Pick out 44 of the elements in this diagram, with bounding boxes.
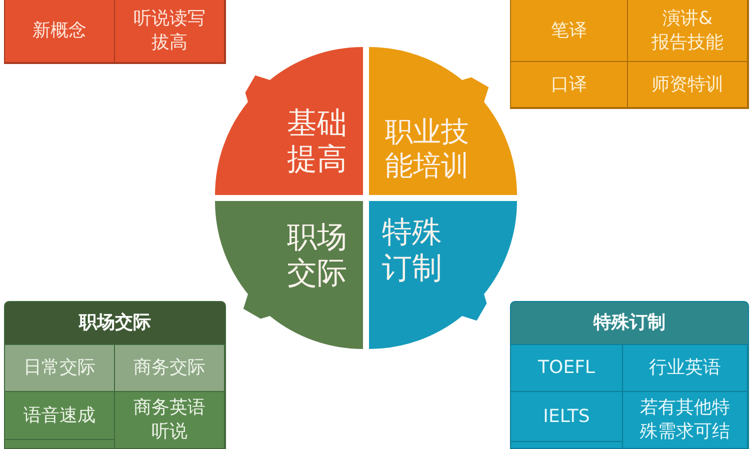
cell-text: 师资特训 [652, 72, 724, 96]
table-cell [511, 62, 628, 108]
cell-text: TOEFL [538, 356, 595, 380]
circle-quadrant [213, 45, 363, 195]
cell-text: 口译 [551, 72, 587, 96]
table-cell [628, 0, 748, 62]
cell-text: 若有其他特殊需求可结 [639, 396, 731, 444]
table-panel [5, 302, 225, 449]
quadrant-label: 职业技能培训 [385, 115, 470, 182]
cell-text: 商务英语听说 [132, 396, 206, 444]
table-panel [511, 302, 748, 449]
table-cell [511, 0, 628, 62]
table-cell [511, 345, 623, 392]
cell-text: 听说读写拔高 [132, 7, 206, 55]
quadrant-label: 基础提高 [286, 106, 347, 178]
table-cell [115, 392, 225, 449]
cell-text: 行业英语 [649, 356, 721, 380]
table-cell [5, 345, 115, 392]
quadrant-label: 特殊订制 [382, 215, 443, 287]
table-cell [115, 0, 225, 63]
table-cell [623, 392, 748, 449]
table-cell [115, 345, 225, 392]
cell-text: 笔译 [551, 18, 587, 42]
table-title: 特殊订制 [594, 311, 666, 335]
circle-quadrant [369, 201, 519, 351]
table-title: 职场交际 [79, 311, 151, 335]
cell-text: IELTS [543, 404, 590, 428]
table-cell [511, 392, 623, 442]
table-cell [623, 345, 748, 392]
table-panel [5, 0, 225, 63]
table-cell [5, 440, 115, 449]
circle-quadrant [213, 201, 363, 351]
table-cell [5, 392, 115, 440]
table-cell [628, 62, 748, 108]
cell-text: 日常交际 [24, 356, 96, 380]
table-panel [511, 0, 748, 108]
cell-text: 新概念 [32, 19, 86, 43]
circle-quadrant [369, 45, 519, 195]
cell-text: 演讲& 报告技能 [650, 6, 724, 54]
quadrant-label: 职场交际 [286, 220, 347, 292]
cell-text: 语音速成 [24, 404, 96, 428]
table-cell [5, 0, 115, 63]
cell-text: 商务交际 [134, 356, 206, 380]
table-cell [511, 442, 623, 449]
